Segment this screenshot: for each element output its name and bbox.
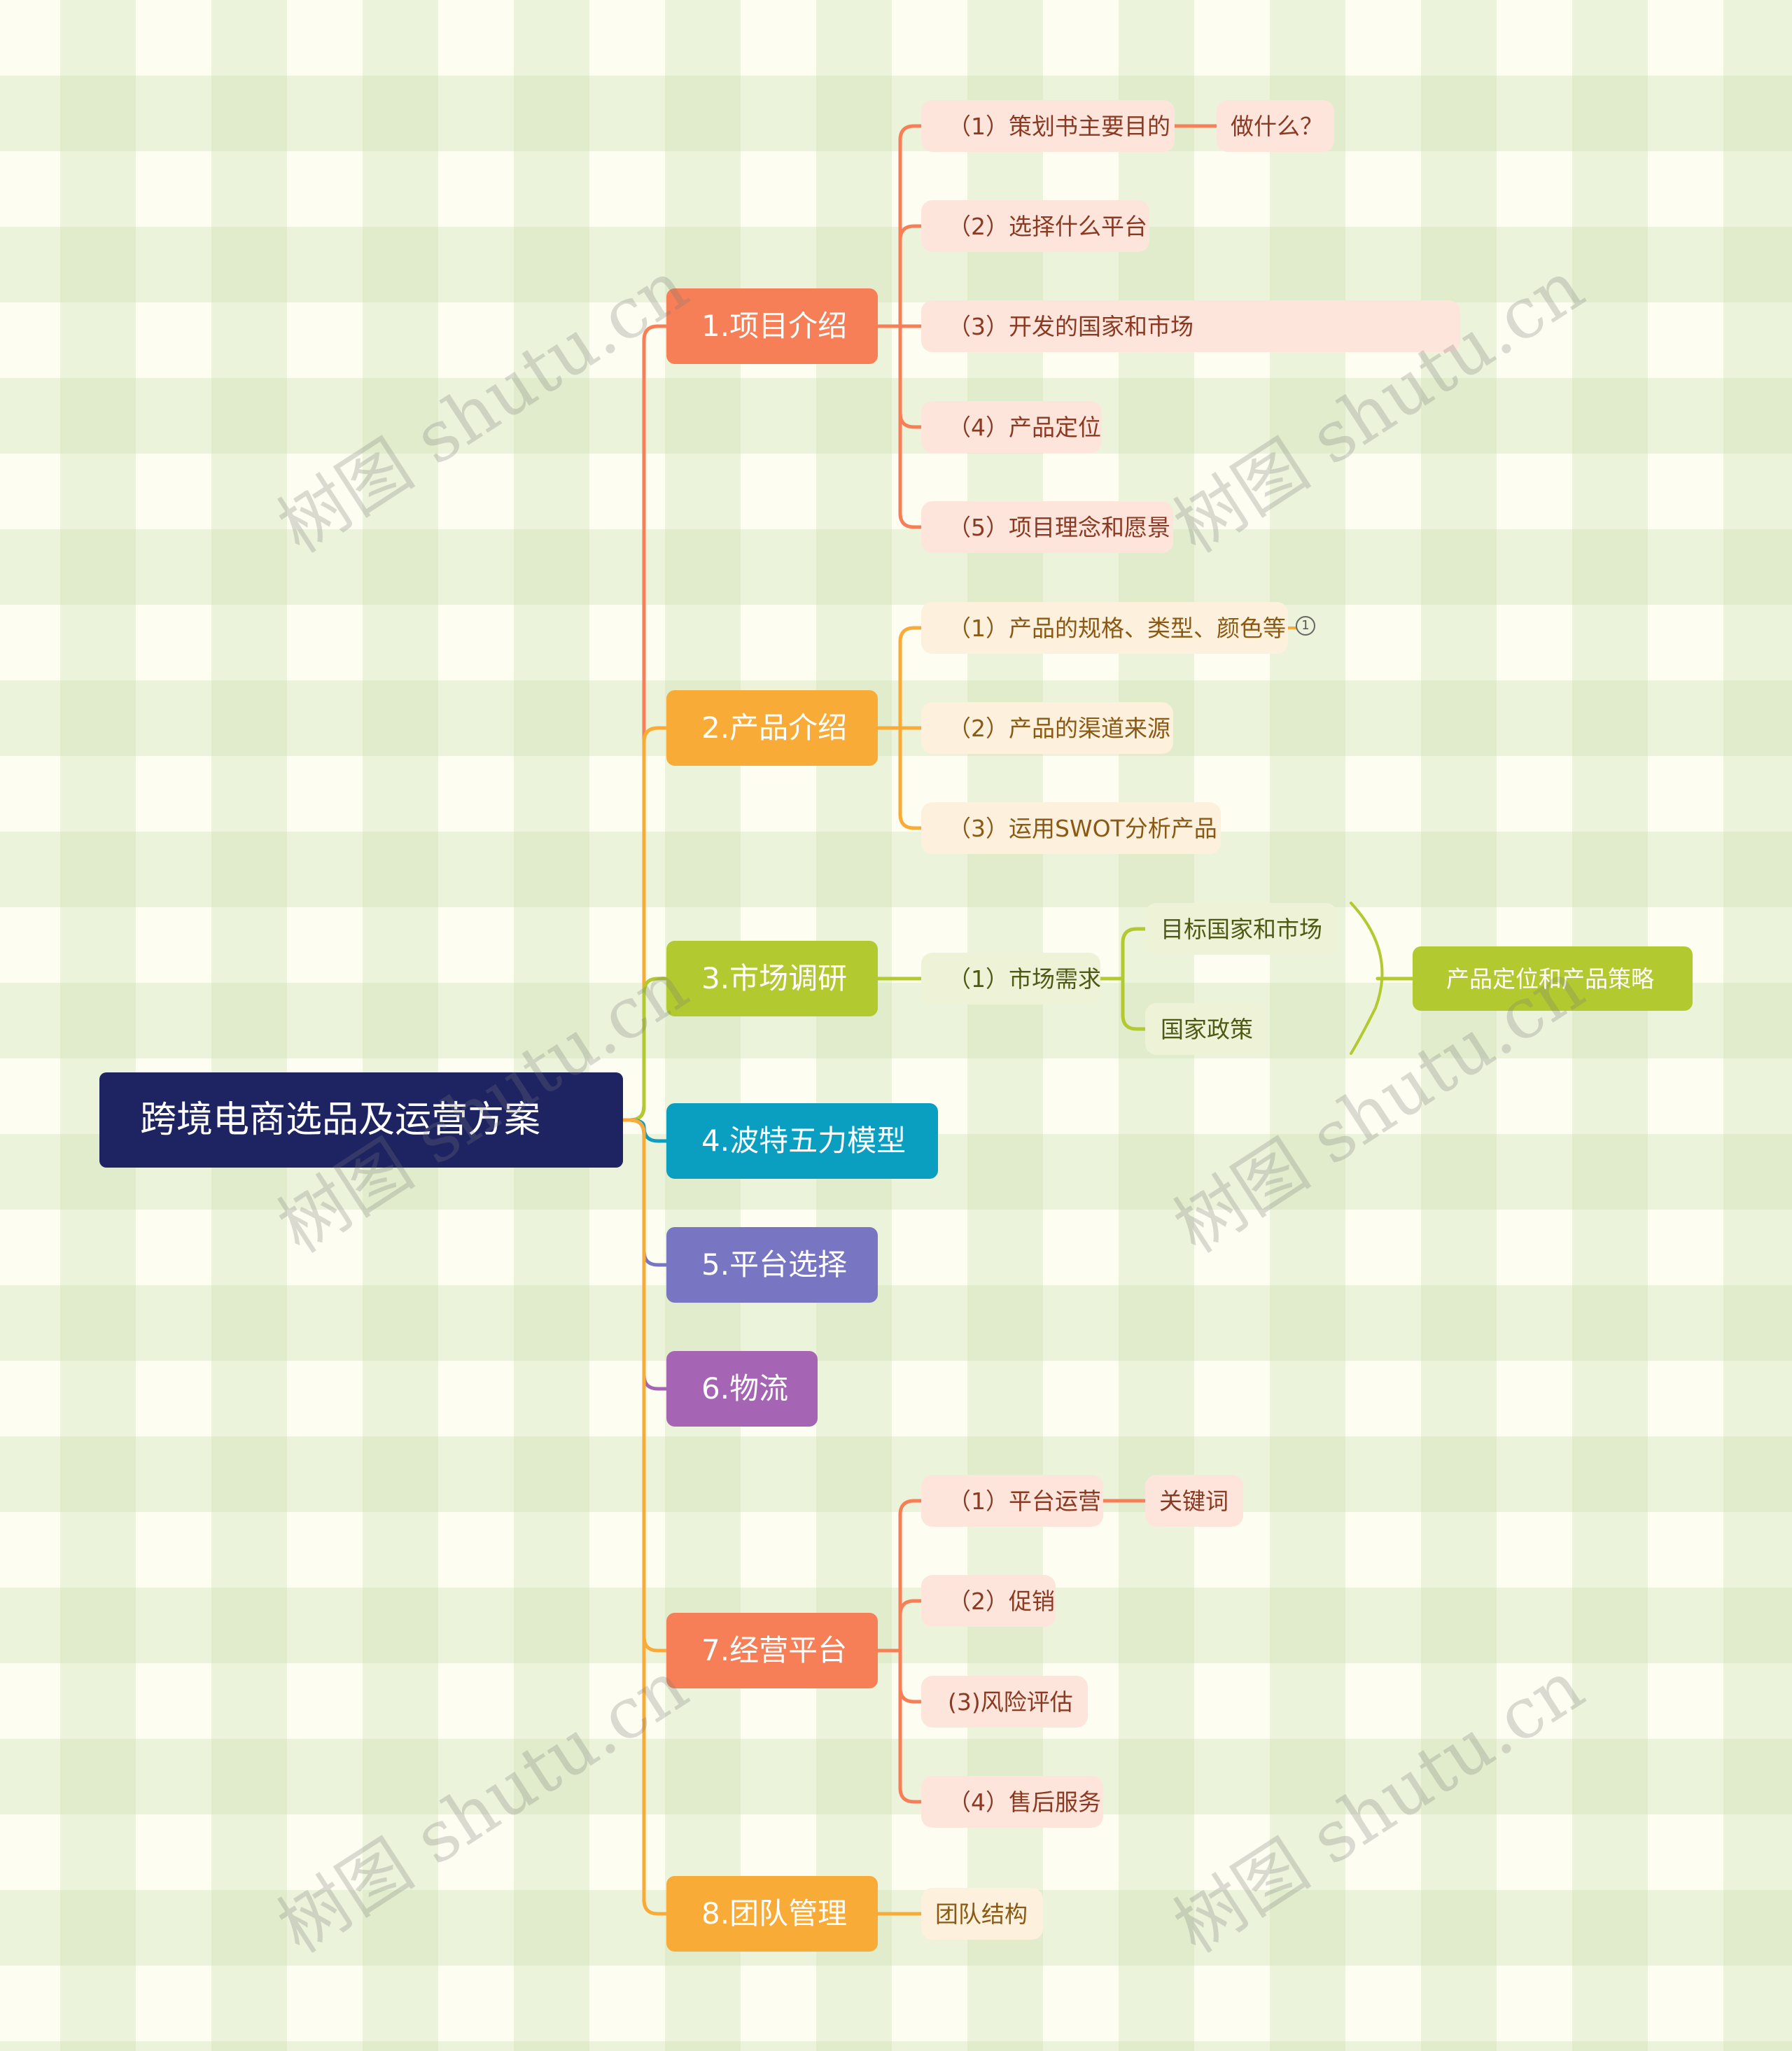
b1-subtopic-2[interactable]: （2）选择什么平台 [921,200,1149,252]
branch-3-topic[interactable]: 3.市场调研 [666,941,878,1016]
b2-subtopic-1[interactable]: （1）产品的规格、类型、颜色等 [921,602,1288,654]
b7-subtopic-4[interactable]: （4）售后服务 [921,1776,1103,1828]
collapsed-count-badge[interactable]: 1 [1296,616,1315,636]
link-b7-c4 [898,1648,923,1804]
b1-subtopic-1[interactable]: （1）策划书主要目的 [921,100,1175,152]
b7-subtopic-1-child[interactable]: 关键词 [1145,1475,1243,1527]
branch-8-topic[interactable]: 8.团队管理 [666,1876,878,1952]
b7-subtopic-1[interactable]: （1）平台运营 [921,1475,1103,1527]
b3-subtopic-1-child-1[interactable]: 目标国家和市场 [1145,903,1337,955]
link-b7-c3 [898,1648,923,1704]
link-b2-c3 [898,726,923,830]
b1-subtopic-1-child[interactable]: 做什么？ [1217,100,1334,152]
branch-2-topic[interactable]: 2.产品介绍 [666,690,878,766]
b2-subtopic-3[interactable]: （3）运用SWOT分析产品 [921,802,1221,854]
link-b7-c2 [898,1599,923,1653]
b3-subtopic-1[interactable]: （1）市场需求 [921,953,1101,1004]
b1-subtopic-4[interactable]: （4）产品定位 [921,401,1102,453]
branch-6-topic[interactable]: 6.物流 [666,1351,818,1427]
link-b7-c1 [876,1499,923,1653]
b7-subtopic-3[interactable]: (3)风险评估 [921,1676,1088,1728]
b3-subtopic-1-child-2[interactable]: 国家政策 [1145,1003,1267,1055]
link-b1-c5 [898,324,923,529]
link-b1-c4 [898,324,923,429]
summary-brace [1350,902,1384,1055]
link-b1-c1 [876,124,923,328]
b2-subtopic-2[interactable]: （2）产品的渠道来源 [921,702,1173,754]
b1-subtopic-3[interactable]: （3）开发的国家和市场 [921,300,1460,352]
summary-topic[interactable]: 产品定位和产品策略 [1413,946,1693,1011]
b7-subtopic-2[interactable]: （2）促销 [921,1575,1056,1627]
b8-subtopic-1[interactable]: 团队结构 [921,1888,1043,1940]
link-b3-c1-g2 [1121,976,1147,1031]
link-b2-c1 [876,626,923,730]
b1-subtopic-5[interactable]: （5）项目理念和愿景 [921,501,1173,553]
link-b3-c1-g1 [1098,927,1147,981]
root-topic[interactable]: 跨境电商选品及运营方案 [99,1072,623,1168]
link-b1-c2 [898,224,923,328]
branch-4-topic[interactable]: 4.波特五力模型 [666,1103,938,1179]
link-root-branch-8 [621,1118,668,1916]
branch-5-topic[interactable]: 5.平台选择 [666,1227,878,1303]
branch-7-topic[interactable]: 7.经营平台 [666,1613,878,1688]
branch-1-topic[interactable]: 1.项目介绍 [666,288,878,364]
